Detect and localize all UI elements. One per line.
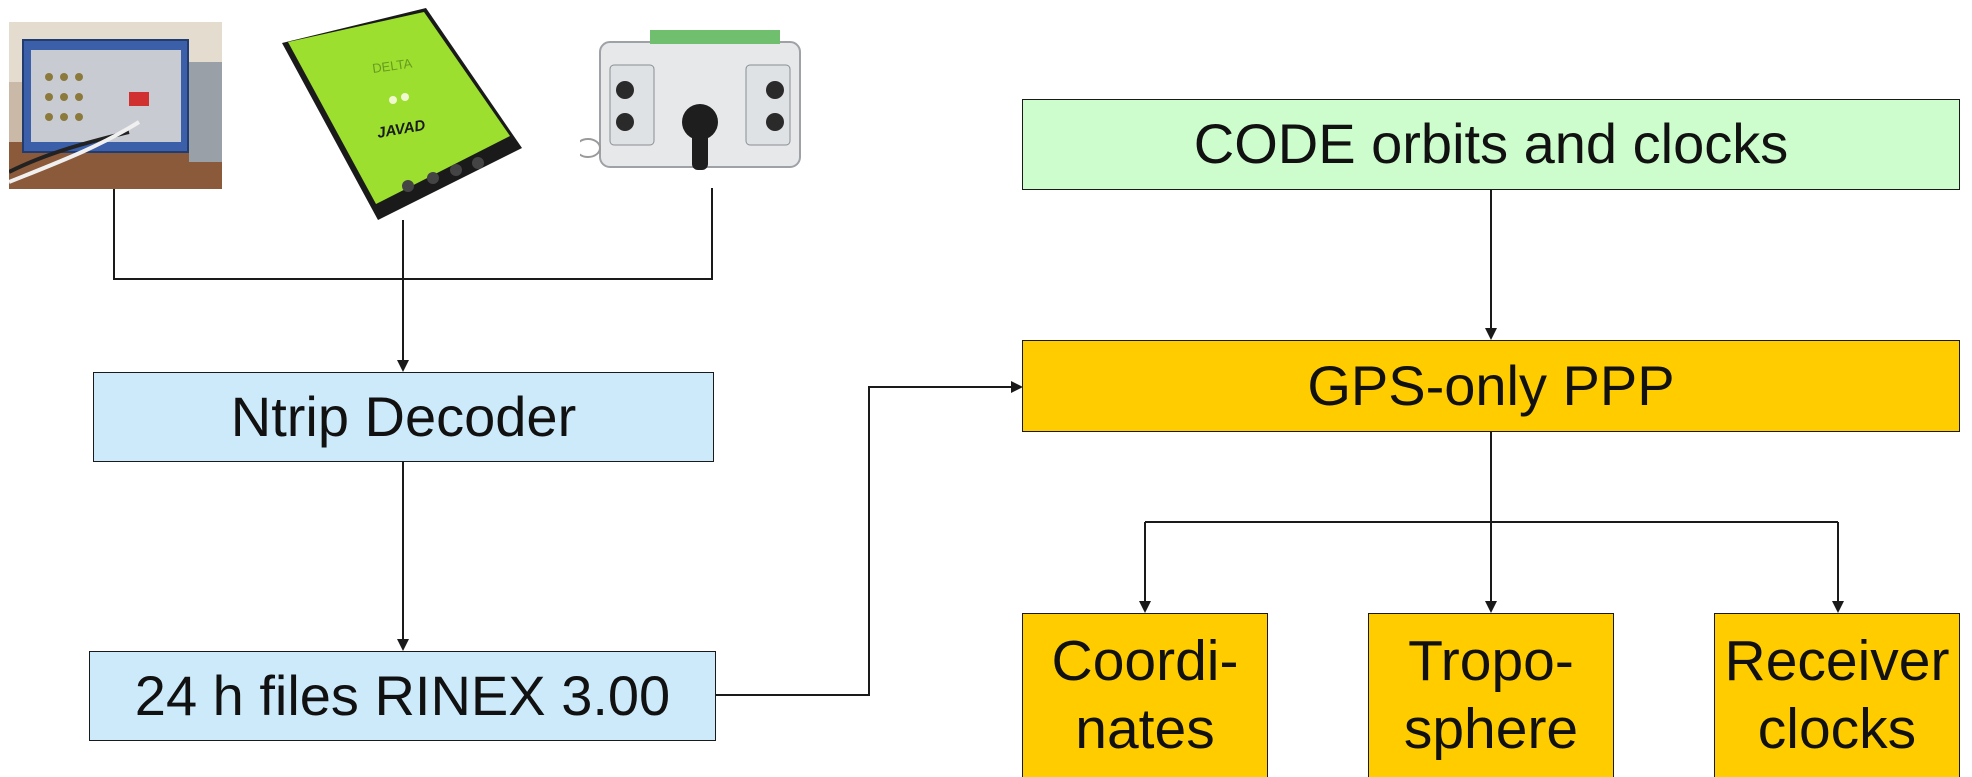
code-orbits-label: CODE orbits and clocks (1193, 112, 1789, 176)
troposphere-label: Tropo- sphere (1403, 629, 1579, 761)
rinex-files-label: 24 h files RINEX 3.00 (134, 663, 671, 727)
coordinates-box: Coordi- nates (1022, 613, 1268, 777)
receiver-clocks-box: Receiver clocks (1714, 613, 1960, 777)
coordinates-label: Coordi- nates (1051, 629, 1239, 761)
javad-receiver-photo: DELTA JAVAD (278, 8, 526, 222)
ntrip-decoder-label: Ntrip Decoder (230, 384, 577, 448)
receiver-clocks-label: Receiver clocks (1724, 629, 1950, 761)
receiver-rack-photo (9, 22, 222, 189)
ppp-label: GPS-only PPP (1307, 353, 1675, 417)
rinex-to-ppp-arrow (716, 381, 1023, 696)
ppp-box: GPS-only PPP (1022, 340, 1960, 432)
delta-text: DELTA (371, 56, 413, 76)
troposphere-box: Tropo- sphere (1368, 613, 1614, 777)
code-orbits-box: CODE orbits and clocks (1022, 99, 1960, 190)
leica-receiver-photo (580, 30, 822, 180)
ntrip-decoder-box: Ntrip Decoder (93, 372, 714, 462)
rack-to-merge-line (113, 188, 713, 280)
rinex-files-box: 24 h files RINEX 3.00 (89, 651, 716, 741)
